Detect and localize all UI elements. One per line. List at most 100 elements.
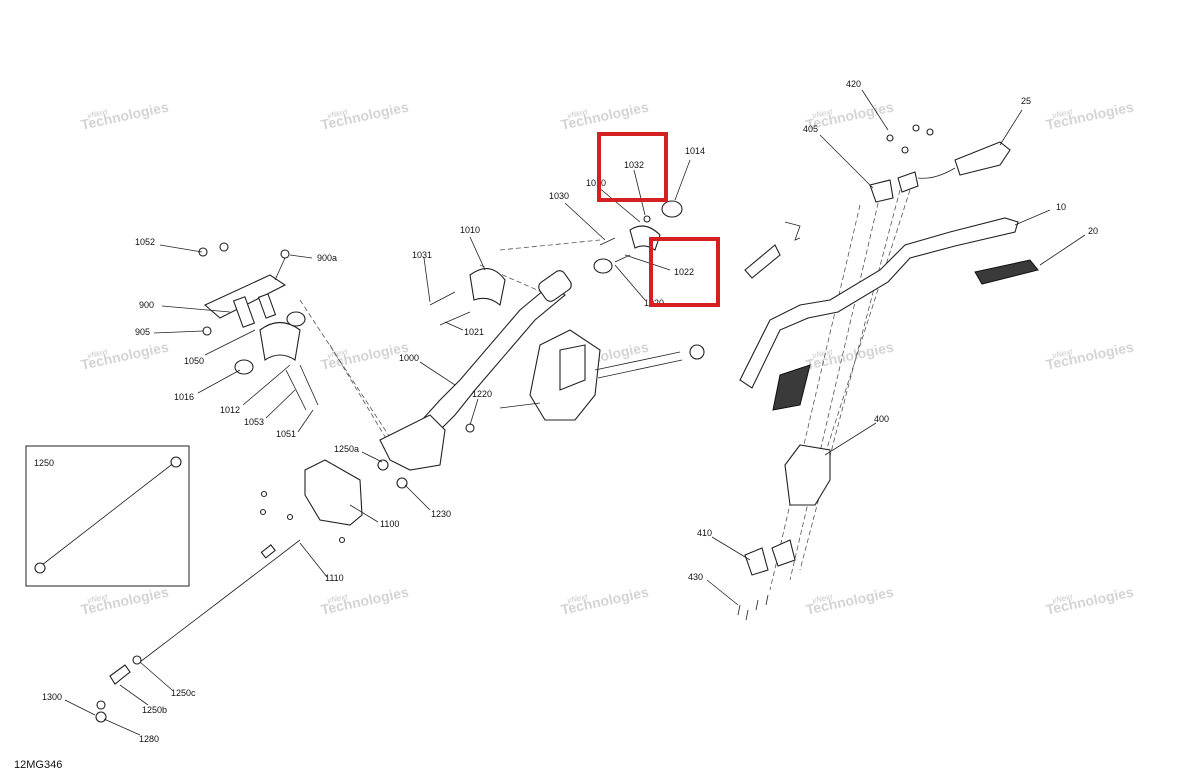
cover-body	[304, 459, 363, 526]
clamp-half	[259, 321, 301, 361]
leader	[711, 536, 751, 561]
lower-cover-1100	[259, 459, 408, 544]
watermark-line1: vNext	[811, 347, 834, 360]
bolt-430	[755, 599, 759, 611]
guide-line	[329, 344, 391, 446]
leader-lines	[64, 89, 1086, 736]
clamp-410	[771, 539, 796, 567]
watermark: Technologies vNext	[319, 583, 410, 617]
column-top-cylinder	[538, 270, 572, 302]
clamp-405	[869, 179, 894, 203]
tie-rod-upper	[594, 351, 681, 371]
callout-1230: 1230	[431, 509, 451, 519]
nut	[198, 247, 208, 257]
watermark-line1: vNext	[811, 592, 834, 605]
leader	[103, 718, 141, 736]
rod-sleeve	[260, 544, 276, 559]
leader	[824, 422, 877, 456]
wire	[917, 167, 956, 179]
callout-1250c: 1250c	[171, 688, 196, 698]
riser-400	[784, 444, 831, 506]
clamp-405	[897, 171, 919, 193]
callout-405: 405	[803, 124, 818, 134]
watermark-line1: vNext	[326, 347, 349, 360]
steering-column-1000	[379, 268, 572, 471]
leader	[624, 254, 671, 271]
leader	[469, 236, 486, 271]
callout-20: 20	[1088, 226, 1098, 236]
watermark: Technologies vNext	[1044, 583, 1135, 617]
callout-1012: 1012	[220, 405, 240, 415]
leader	[633, 169, 646, 216]
inset-tie-rod	[41, 461, 176, 566]
bolt-420	[886, 134, 894, 142]
callout-1110: 1110	[325, 573, 344, 583]
nut-1250c	[132, 655, 142, 665]
leader	[444, 321, 464, 331]
tie-rod-upper	[597, 359, 683, 379]
leader	[159, 244, 203, 253]
leader	[265, 389, 296, 419]
leader	[706, 579, 739, 606]
bolt-420	[901, 146, 909, 154]
leader	[564, 202, 606, 241]
inset-label: 1250	[34, 458, 54, 468]
callout-1280: 1280	[139, 734, 159, 744]
watermark-line1: vNext	[1051, 592, 1074, 605]
callout-1052: 1052	[135, 237, 155, 247]
leader	[674, 159, 691, 201]
heater-connector	[744, 244, 781, 279]
bushing	[257, 293, 277, 319]
guide-line	[299, 299, 396, 446]
leader	[153, 330, 204, 334]
column-lower-knuckle	[379, 414, 446, 471]
callout-1030: 1030	[549, 191, 569, 201]
rod-end	[689, 344, 705, 360]
inset-rod-end	[34, 562, 46, 574]
leader	[297, 409, 314, 433]
leader	[289, 254, 313, 259]
watermark-line1: vNext	[326, 107, 349, 120]
callout-1053: 1053	[244, 417, 264, 427]
callout-1220: 1220	[472, 389, 492, 399]
riser-assembly	[737, 124, 934, 621]
tie-rod-shaft	[139, 539, 301, 663]
diagram-id: 12MG346	[14, 759, 62, 771]
leader	[161, 305, 231, 313]
callout-1051: 1051	[276, 429, 296, 439]
callout-25: 25	[1021, 96, 1031, 106]
bolt-1220	[499, 402, 541, 409]
bolt-430	[745, 609, 749, 621]
watermark-line1: vNext	[326, 592, 349, 605]
screw	[338, 536, 346, 544]
watermark-group: Technologies vNext Technologies vNext Te…	[79, 98, 1135, 617]
callout-1250a: 1250a	[334, 444, 359, 454]
grip-20	[974, 259, 1039, 285]
center-housing	[465, 329, 705, 433]
callout-1014: 1014	[685, 146, 705, 156]
leader	[404, 484, 431, 511]
watermark: Technologies vNext	[804, 338, 895, 372]
lower-tie-rod	[95, 539, 301, 723]
seal-ring	[593, 258, 613, 274]
leader	[819, 134, 874, 189]
callout-1010: 1010	[460, 225, 480, 235]
leader	[1039, 234, 1086, 266]
leader	[361, 451, 383, 463]
bolt-430	[737, 604, 741, 616]
watermark-line1: vNext	[86, 107, 109, 120]
watermark: Technologies vNext	[79, 98, 170, 132]
highlight-box-1022	[649, 237, 720, 307]
screw	[286, 513, 294, 521]
bolt-1031	[429, 291, 456, 306]
inset-box: 1250	[25, 445, 190, 587]
bolt-head	[643, 215, 651, 223]
leader	[349, 504, 379, 523]
bolt-1051	[299, 364, 319, 406]
bolt-420	[912, 124, 920, 132]
wire	[784, 221, 801, 241]
leader	[423, 257, 431, 303]
leader	[597, 186, 641, 223]
watermark-line1: vNext	[86, 347, 109, 360]
watermark: Technologies vNext	[1044, 98, 1135, 132]
